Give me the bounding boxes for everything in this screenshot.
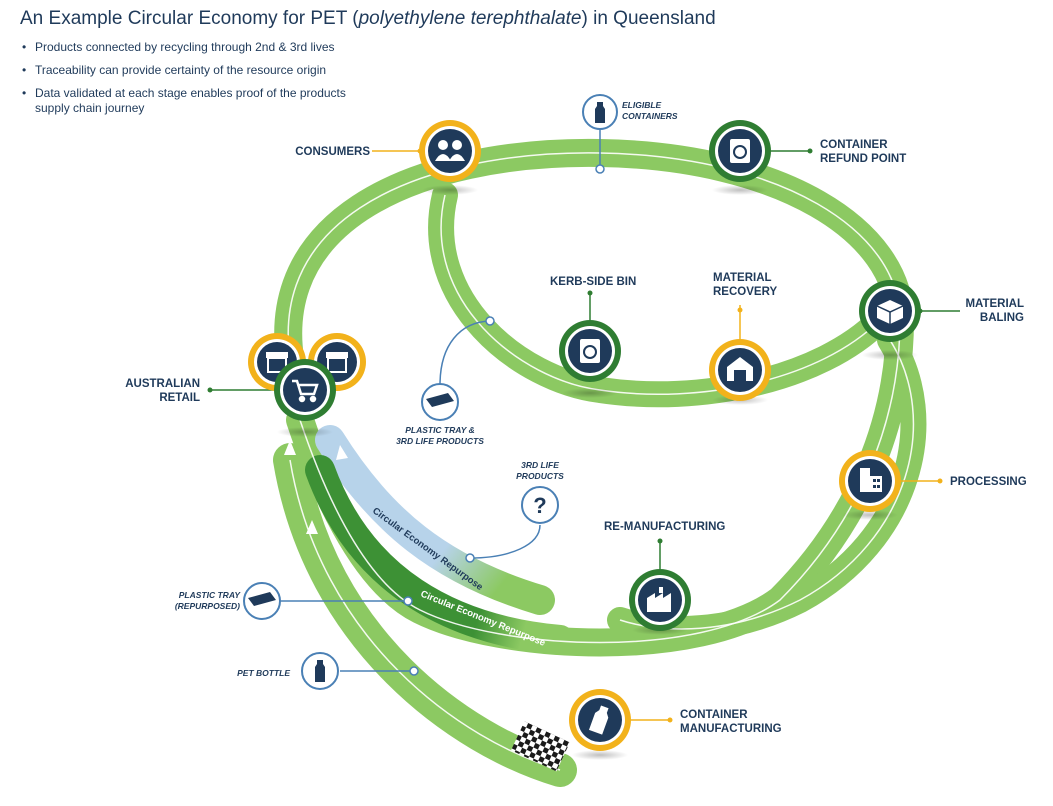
third-life-products-node[interactable]: ?: [521, 486, 559, 524]
processing-node[interactable]: [839, 450, 901, 512]
label-pet-bottle: PET BOTTLE: [237, 668, 290, 678]
container-manufacturing-node[interactable]: [569, 689, 631, 751]
label-re-manufacturing: RE-MANUFACTURING: [604, 521, 726, 533]
arrow-up-icon: [336, 445, 348, 460]
recycle-bin-icon: [580, 339, 600, 363]
shop-icon: [266, 352, 288, 373]
consumers-node[interactable]: [419, 120, 481, 182]
bottle-icon: [588, 705, 609, 735]
australian-retail-node[interactable]: [274, 359, 336, 421]
repurpose-band-lower: [305, 455, 575, 655]
arrow-up-icon: [284, 440, 296, 455]
shop-icon: [326, 352, 348, 373]
material-baling-node[interactable]: [859, 280, 921, 342]
bullet-item: Products connected by recycling through …: [22, 40, 382, 55]
tray-icon: [426, 393, 454, 407]
kerb-side-bin-node[interactable]: [559, 320, 621, 382]
cart-icon: [292, 379, 319, 403]
material-recovery-node[interactable]: [709, 339, 771, 401]
bale-icon: [876, 300, 904, 324]
plastic-tray-repurposed-node[interactable]: [243, 582, 281, 620]
arrow-up-icon: [306, 520, 318, 534]
bullet-item: Data validated at each stage enables pro…: [22, 86, 382, 116]
arrow-right-icon: [844, 266, 860, 278]
connector-lines: [207, 128, 960, 723]
label-kerb-side-bin: KERB-SIDE BIN: [550, 276, 637, 288]
eligible-containers-node[interactable]: [582, 94, 618, 130]
people-icon: [435, 140, 465, 161]
plastic-tray-3rd-life-node[interactable]: [421, 383, 459, 421]
page-title: An Example Circular Economy for PET (pol…: [20, 8, 716, 29]
repurpose-band-upper: [315, 425, 555, 615]
label-processing: PROCESSING: [950, 476, 1027, 488]
factory-icon: [647, 587, 671, 612]
bottle-icon: [595, 102, 605, 123]
bullet-item: Traceability can provide certainty of th…: [22, 63, 382, 78]
pet-bottle-node[interactable]: [301, 652, 339, 690]
recycle-bin-icon: [730, 139, 750, 163]
tray-icon: [248, 592, 276, 606]
bottle-icon: [315, 660, 325, 682]
label-plastic-tray-3rd-life: PLASTIC TRAY &3RD LIFE PRODUCTS: [396, 425, 484, 446]
warehouse-icon: [727, 357, 753, 381]
re-manufacturing-node[interactable]: [629, 569, 691, 631]
bullet-list: Products connected by recycling through …: [22, 40, 382, 124]
track-group: [273, 138, 927, 787]
label-consumers: CONSUMERS: [295, 146, 370, 158]
container-refund-point-node[interactable]: [709, 120, 771, 182]
checker-flag-icon: [511, 721, 570, 772]
label-plastic-tray-repurposed: PLASTIC TRAY(REPURPOSED): [174, 590, 240, 611]
finish-line: [511, 721, 570, 772]
building-icon: [860, 468, 882, 492]
question-icon: ?: [533, 493, 546, 518]
node-shadows: [277, 185, 918, 760]
